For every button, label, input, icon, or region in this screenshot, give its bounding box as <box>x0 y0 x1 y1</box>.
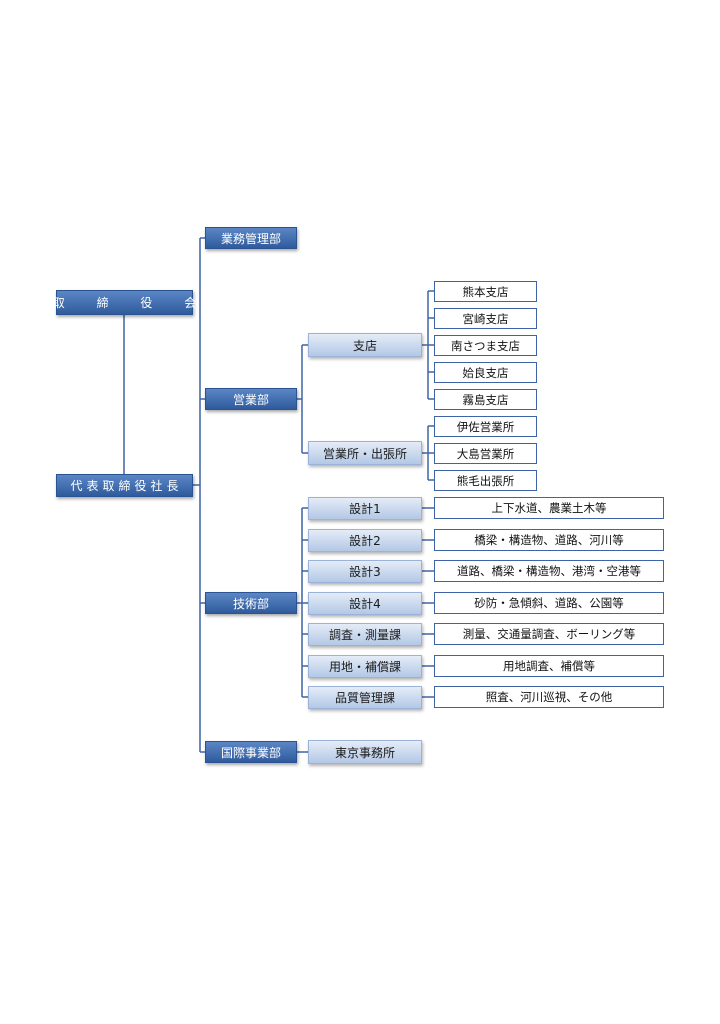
sales-branch-group: 支店 <box>308 333 422 357</box>
tech-unit-box: 設計2 <box>308 529 422 552</box>
office-box: 伊佐営業所 <box>434 416 537 437</box>
branch-box: 霧島支店 <box>434 389 537 410</box>
president-box: 代表取締役社長 <box>56 474 193 497</box>
office-box: 大島営業所 <box>434 443 537 464</box>
tech-duty-box: 照査、河川巡視、その他 <box>434 686 664 708</box>
dept-international: 国際事業部 <box>205 741 297 763</box>
tech-duty-box: 測量、交通量調査、ボーリング等 <box>434 623 664 645</box>
tech-unit-box: 設計3 <box>308 560 422 583</box>
tech-unit-box: 品質管理課 <box>308 686 422 709</box>
dept-engineering: 技術部 <box>205 592 297 614</box>
sales-office-group: 営業所・出張所 <box>308 441 422 465</box>
tech-duty-box: 道路、橋梁・構造物、港湾・空港等 <box>434 560 664 582</box>
tokyo-office-box: 東京事務所 <box>308 740 422 764</box>
tech-duty-box: 用地調査、補償等 <box>434 655 664 677</box>
branch-box: 宮崎支店 <box>434 308 537 329</box>
branch-box: 南さつま支店 <box>434 335 537 356</box>
office-box: 熊毛出張所 <box>434 470 537 491</box>
tech-unit-box: 調査・測量課 <box>308 623 422 646</box>
board-of-directors-box: 取 締 役 会 <box>53 290 196 315</box>
tech-duty-box: 橋梁・構造物、道路、河川等 <box>434 529 664 551</box>
tech-unit-box: 設計4 <box>308 592 422 615</box>
branch-box: 熊本支店 <box>434 281 537 302</box>
tech-duty-box: 上下水道、農業土木等 <box>434 497 664 519</box>
branch-box: 姶良支店 <box>434 362 537 383</box>
tech-unit-box: 設計1 <box>308 497 422 520</box>
tech-duty-box: 砂防・急傾斜、道路、公園等 <box>434 592 664 614</box>
dept-sales: 営業部 <box>205 388 297 410</box>
dept-business-management: 業務管理部 <box>205 227 297 249</box>
tech-unit-box: 用地・補償課 <box>308 655 422 678</box>
